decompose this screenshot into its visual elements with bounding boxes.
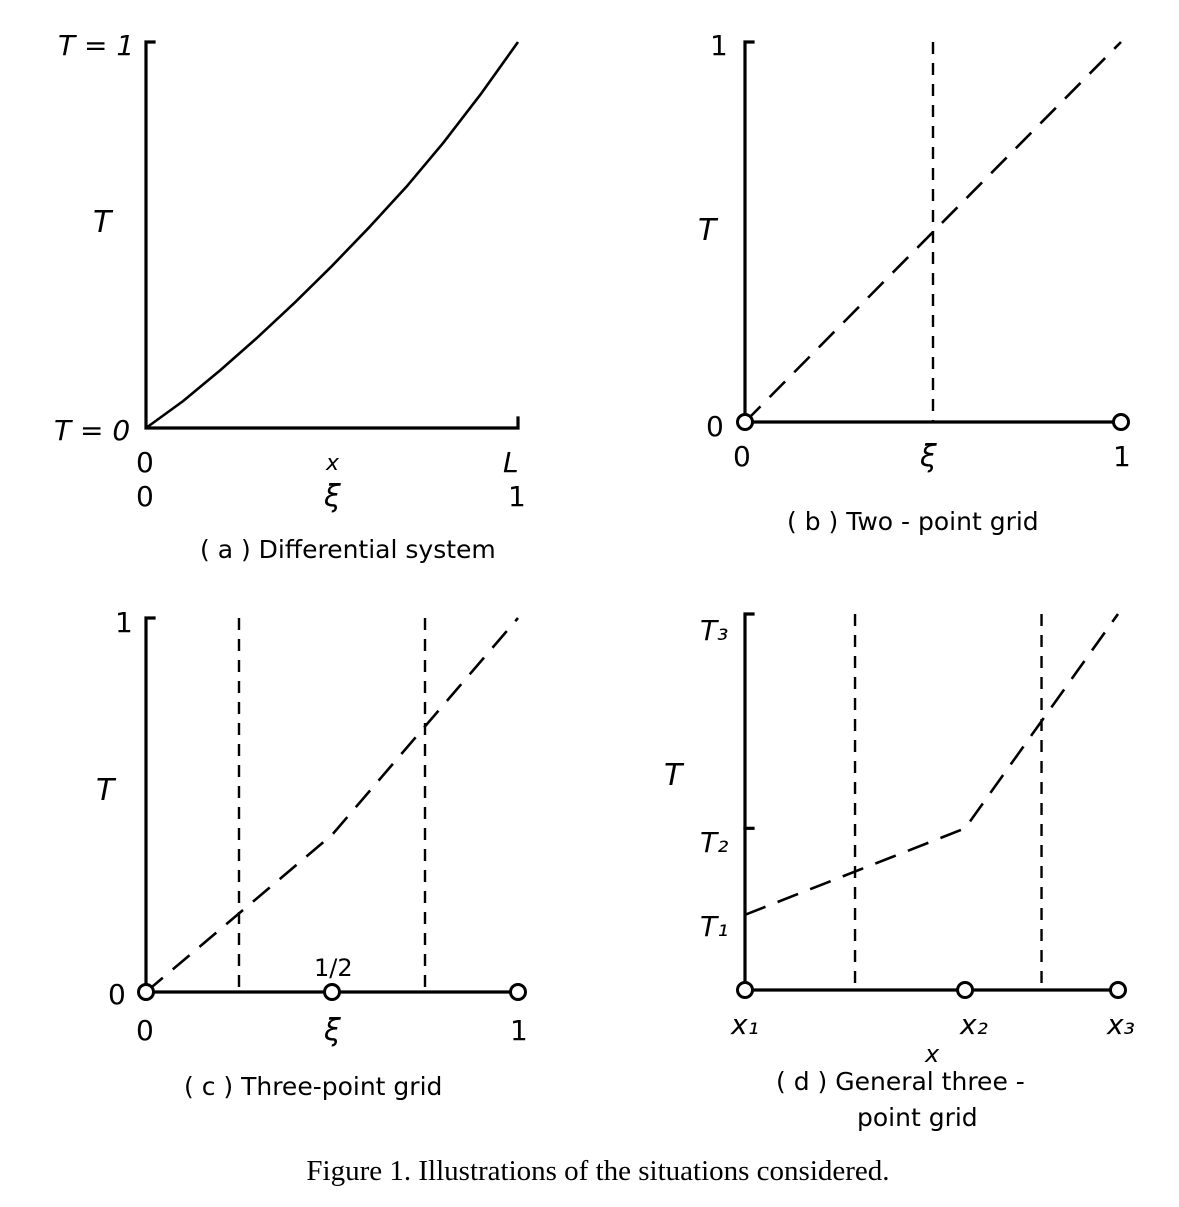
- panel-c-xtick-1: 1: [510, 1014, 528, 1047]
- panel-d-ytick-T1: T₁: [700, 910, 728, 943]
- panel-d-xtick-x2: x₂: [959, 1008, 988, 1041]
- panel-c-node-label-half: 1/2: [314, 954, 353, 982]
- panel-c-ylabel: T: [96, 773, 117, 808]
- panel-b-xtick-xi: ξ: [919, 439, 937, 474]
- panel-d-xtick-x3: x₃: [1106, 1008, 1135, 1041]
- panel-a-xtick-bottom-0: 0: [136, 480, 154, 513]
- panel-a-ylabel: T: [93, 205, 114, 240]
- panel-d-ytick-T3: T₃: [700, 614, 728, 647]
- panel-d-node: [956, 981, 975, 999]
- panel-a-axes: [144, 40, 520, 430]
- panel-d-xlabel: x: [924, 1040, 940, 1068]
- figure-caption: Figure 1. Illustrations of the situation…: [306, 1155, 889, 1187]
- panel-d-node: [736, 981, 754, 999]
- panel-d-dashed-profile: [744, 613, 1120, 917]
- panel-b-ylabel: T: [698, 213, 719, 248]
- panel-a-ytick-bottom: T = 0: [54, 414, 130, 447]
- panel-b-node: [1112, 413, 1130, 431]
- panel-d-ytick-T2: T₂: [700, 826, 728, 859]
- panel-b: 1 0 T 0 ξ 1 ( b ) Two - point grid: [698, 29, 1131, 536]
- panel-b-dashed-profile: [744, 41, 1122, 423]
- panel-d-node: [1109, 981, 1127, 999]
- panel-c-xtick-xi: ξ: [323, 1013, 341, 1048]
- panel-a-curve: [145, 41, 520, 430]
- panel-a-xtick-top-0: 0: [136, 446, 154, 479]
- panel-b-xtick-0: 0: [733, 440, 751, 473]
- panel-a-xtick-bottom-1: 1: [508, 480, 526, 513]
- panel-d-caption-line1: ( d ) General three -: [776, 1067, 1025, 1096]
- panel-d: T₃ T₂ T₁ T x₁ x₂ x₃ x ( d ) General thre…: [664, 612, 1135, 1132]
- panel-a-xtick-top-L: L: [503, 446, 519, 479]
- panel-a-xi-label: ξ: [323, 479, 341, 514]
- panel-c: 1 0 T 1/2 0 ξ 1 ( c ) Three-point grid: [96, 606, 528, 1101]
- panel-c-dashed-profile: [145, 617, 519, 993]
- panel-c-node: [323, 983, 341, 1001]
- panel-d-caption-line2: point grid: [857, 1103, 978, 1132]
- panel-c-xtick-0: 0: [136, 1014, 154, 1047]
- panel-d-ylabel: T: [664, 758, 685, 793]
- panel-a-caption: ( a ) Differential system: [200, 535, 496, 564]
- panel-a: T = 1 T = 0 T 0 x L 0 ξ 1 ( a ) Differen…: [54, 29, 526, 564]
- panel-c-node: [137, 983, 155, 1001]
- panel-a-xlabel: x: [325, 451, 340, 476]
- panel-c-caption: ( c ) Three-point grid: [184, 1072, 442, 1101]
- panel-c-ytick-0: 0: [108, 978, 126, 1011]
- panel-c-ytick-1: 1: [115, 606, 133, 639]
- panel-c-axes: [144, 616, 520, 994]
- panel-b-caption: ( b ) Two - point grid: [787, 507, 1039, 536]
- panel-c-node: [509, 983, 527, 1001]
- panel-b-xtick-1: 1: [1113, 440, 1131, 473]
- panel-b-ytick-1: 1: [710, 29, 728, 62]
- panel-a-ytick-top: T = 1: [58, 29, 134, 62]
- panel-b-node: [736, 413, 754, 431]
- panel-d-xtick-x1: x₁: [730, 1008, 759, 1041]
- panel-b-ytick-0: 0: [706, 410, 724, 443]
- panel-d-axes: [743, 612, 1120, 992]
